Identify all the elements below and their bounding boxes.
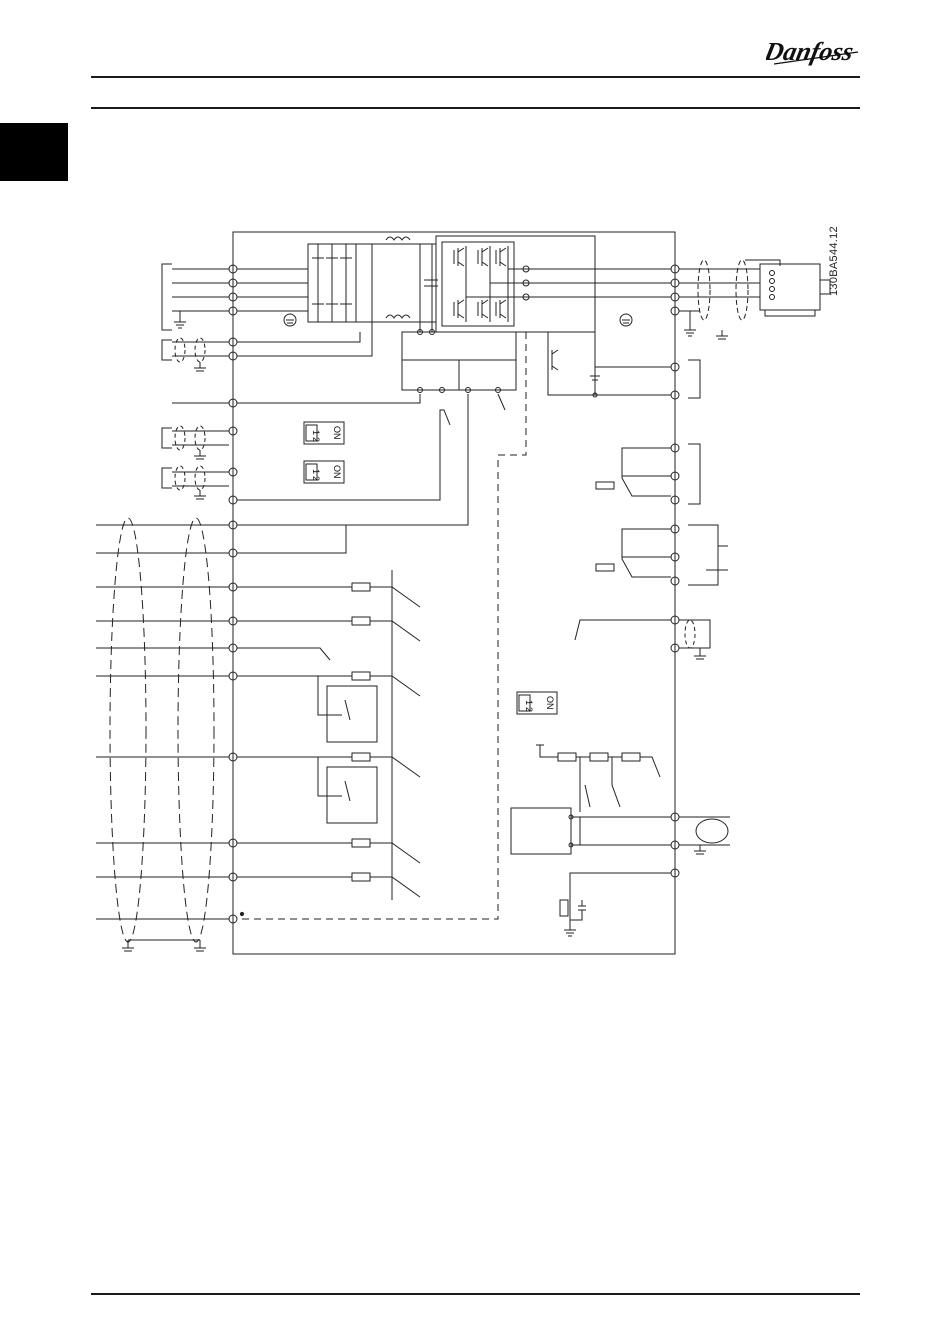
- dip-switch-a[interactable]: 1 2 ON: [304, 422, 344, 444]
- svg-text:2: 2: [311, 476, 321, 481]
- dip-switch-c[interactable]: 1 2 ON: [517, 692, 557, 714]
- dip-switch-b[interactable]: 1 2 ON: [304, 461, 344, 483]
- svg-text:2: 2: [524, 707, 534, 712]
- svg-text:ON: ON: [545, 696, 555, 710]
- svg-text:ON: ON: [332, 465, 342, 479]
- svg-text:1: 1: [311, 469, 321, 474]
- motor: [760, 264, 820, 310]
- svg-text:2: 2: [311, 437, 321, 442]
- svg-text:1: 1: [311, 430, 321, 435]
- drive-enclosure: [233, 232, 675, 954]
- svg-text:ON: ON: [332, 426, 342, 440]
- igbt-bridge: [454, 246, 508, 322]
- svg-text:1: 1: [524, 700, 534, 705]
